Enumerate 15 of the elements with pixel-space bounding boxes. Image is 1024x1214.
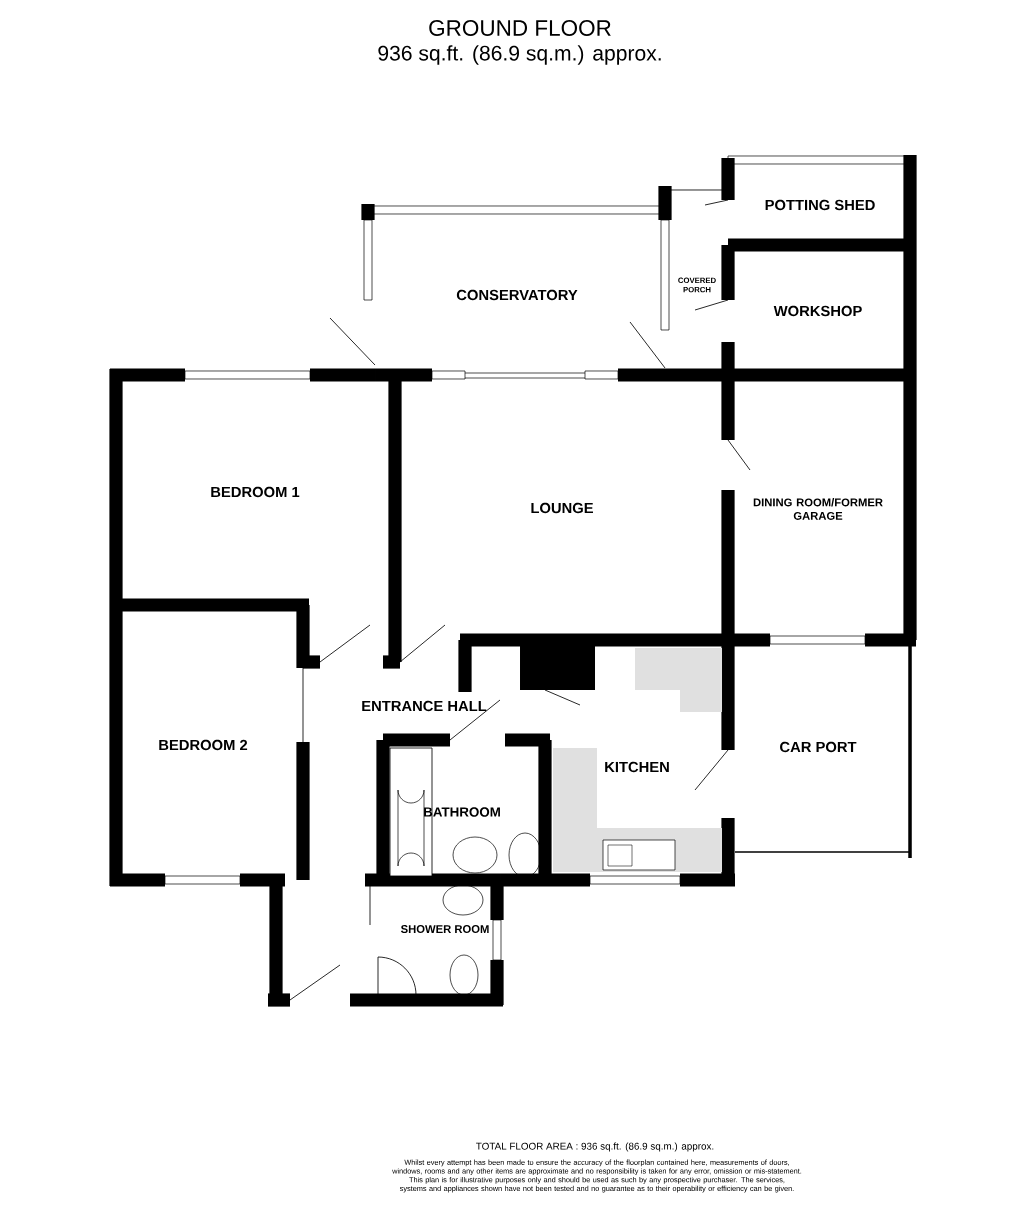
room-label: ENTRANCE HALL — [362, 700, 487, 712]
room-label: BEDROOM 1 — [211, 486, 300, 498]
room-label: BEDROOM 2 — [159, 739, 248, 751]
room-label: LOUNGE — [531, 502, 593, 514]
room-label: BATHROOM — [424, 807, 500, 817]
room-label: CONSERVATORY — [456, 289, 578, 301]
plan-title: GROUND FLOOR — [429, 20, 611, 36]
room-label: WORKSHOP — [773, 305, 862, 317]
area-label: 936 sq.ft. (86.9 sq.m.) approx. — [378, 45, 661, 65]
room-label: POTTING SHED — [765, 199, 875, 211]
room-label: KITCHEN — [605, 761, 669, 773]
room-label: DINING ROOM/FORMER GARAGE — [753, 498, 883, 520]
room-label: SHOWER ROOM — [400, 925, 489, 933]
area-label: TOTAL FLOOR AREA : 936 sq.ft. (86.9 sq.m.) approx. — [476, 1142, 714, 1152]
room-label: CAR PORT — [780, 741, 857, 753]
